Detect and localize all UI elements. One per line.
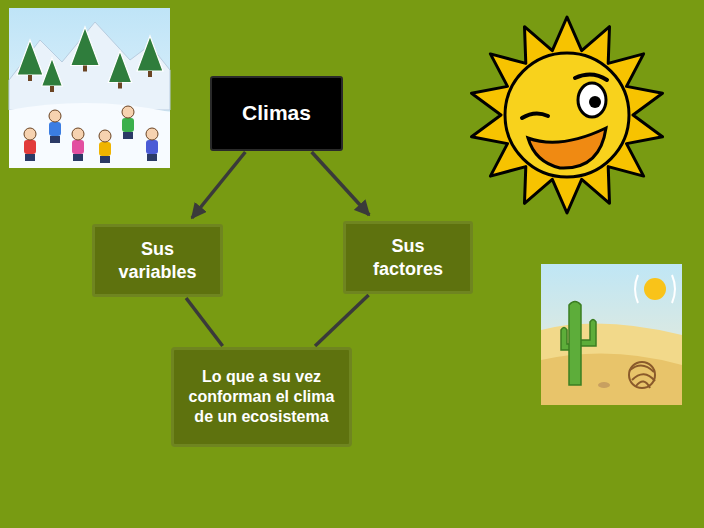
snowy-mountains — [9, 22, 170, 110]
node-label: Sus variables — [107, 238, 208, 283]
child-legs — [50, 136, 60, 143]
child-head — [72, 128, 84, 140]
node-label: Climas — [242, 100, 311, 126]
child-head — [99, 130, 111, 142]
tree-trunk — [28, 75, 32, 81]
child-head — [146, 128, 158, 140]
node-label: Lo que a su vez conforman el clima de un… — [186, 367, 337, 427]
child-legs — [100, 156, 110, 163]
sun-mouth — [528, 128, 606, 168]
winking-sun — [472, 17, 663, 213]
pine-tree — [42, 58, 63, 86]
desert-sun — [644, 278, 666, 300]
pine-trees — [17, 27, 163, 92]
child-legs — [73, 154, 83, 161]
connector — [186, 298, 223, 346]
tree-trunk — [148, 71, 152, 77]
connector — [315, 295, 369, 346]
sun-pupil — [589, 96, 601, 108]
winter-scene — [9, 8, 170, 168]
pine-tree — [71, 27, 100, 66]
pine-tree — [17, 40, 43, 75]
sun-rays — [472, 17, 663, 213]
child-body — [146, 140, 158, 154]
winter-sky — [9, 8, 170, 168]
sand-front — [541, 354, 682, 405]
child-body — [99, 142, 111, 156]
children-playing — [24, 106, 158, 163]
child-body — [49, 122, 61, 136]
tumbleweed — [629, 362, 655, 388]
sun-eyebrow — [575, 74, 607, 80]
child-body — [72, 140, 84, 154]
child-legs — [123, 132, 133, 139]
child-body — [122, 118, 134, 132]
child-head — [49, 110, 61, 122]
stone — [598, 382, 610, 388]
snow-ground — [9, 103, 170, 168]
tree-trunk — [118, 83, 122, 89]
desert-scene — [541, 264, 682, 405]
concept-box: Sus factores — [343, 221, 473, 294]
connector — [192, 152, 245, 218]
tree-trunk — [83, 66, 87, 72]
pine-tree — [137, 36, 163, 71]
cactus — [561, 302, 596, 386]
summary-box: Lo que a su vez conforman el clima de un… — [171, 347, 352, 447]
node-label: Sus factores — [358, 235, 458, 280]
concept-box: Sus variables — [92, 224, 223, 297]
child-head — [122, 106, 134, 118]
heat-waves — [635, 275, 675, 303]
child-legs — [147, 154, 157, 161]
sun-eye — [578, 83, 606, 117]
tree-trunk — [50, 86, 54, 92]
child-head — [24, 128, 36, 140]
title-box: Climas — [210, 76, 343, 151]
child-legs — [25, 154, 35, 161]
desert-sky — [541, 264, 682, 405]
sun-closed-eye — [522, 113, 548, 118]
pine-tree — [108, 51, 131, 83]
connector — [312, 152, 370, 215]
child-body — [24, 140, 36, 154]
sun-body — [505, 53, 629, 177]
